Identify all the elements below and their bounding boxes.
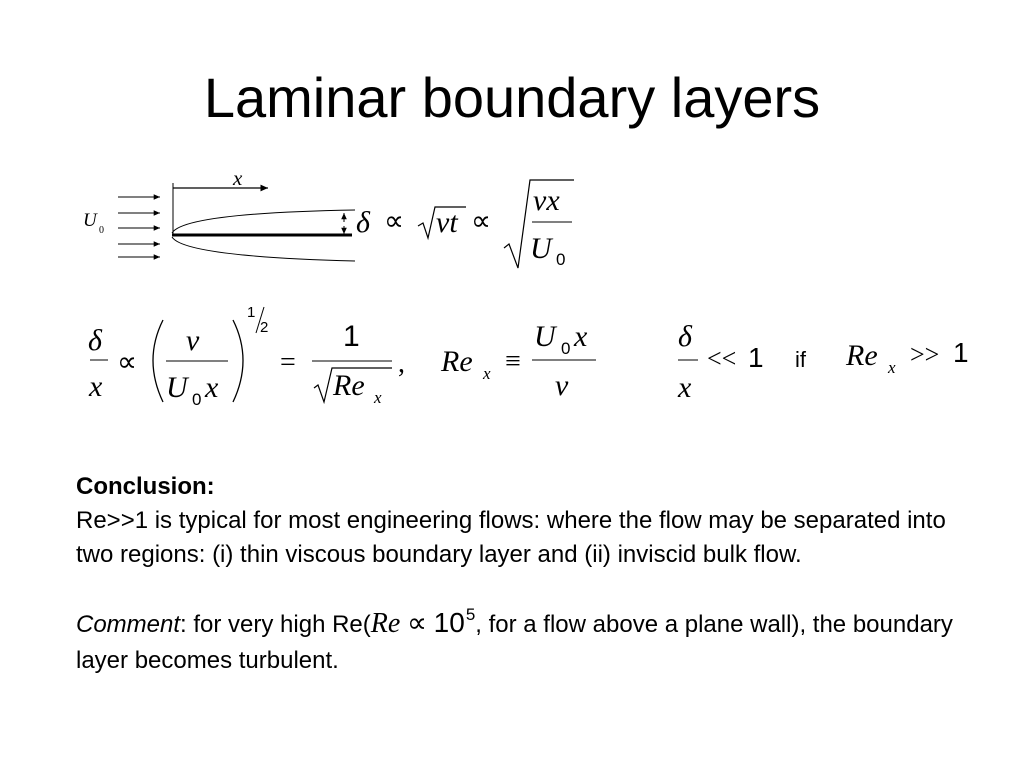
eq2-equals: = <box>280 347 296 378</box>
conclusion-heading: Conclusion: <box>76 473 215 500</box>
comment-text-after: , for a flow above a plane wall), the bo… <box>76 611 953 674</box>
eq2-Re-sub: x <box>374 388 382 407</box>
eq2-one: 1 <box>343 320 360 353</box>
eq2-x: x <box>89 370 103 403</box>
eq1-prop-2: ∝ <box>471 206 492 237</box>
eq2-delta: δ <box>88 324 102 357</box>
slide-title: Laminar boundary layers <box>203 66 821 129</box>
eq3-num-sub: 0 <box>561 339 571 358</box>
eq4-much-less: << <box>707 344 737 373</box>
x-axis-label: x <box>233 166 243 190</box>
eq1-delta: δ <box>356 206 370 239</box>
comment-Re: Re <box>370 608 401 639</box>
eq3-num-U: U <box>534 320 556 353</box>
eq3-Re: Re <box>441 345 473 378</box>
boundary-layer-upper <box>171 209 356 234</box>
eq2-U: U <box>166 371 188 404</box>
freestream-velocity-label: U <box>83 210 97 231</box>
eq4-if: if <box>795 347 806 372</box>
sqrt-sign <box>503 179 574 269</box>
eq4-x: x <box>678 371 692 404</box>
eq4-Re-sub: x <box>888 358 896 377</box>
eq3-num-x: x <box>574 320 588 353</box>
eq2-comma: , <box>398 348 405 379</box>
eq2-nu: ν <box>186 324 200 357</box>
eq3-Re-sub: x <box>483 364 491 383</box>
eq2-prop: ∝ <box>117 347 138 378</box>
comment-text-before: : for very high Re( <box>180 611 371 638</box>
eq4-Re: Re <box>846 339 878 372</box>
comment-block: Comment: for very high Re(Re ∝ 105, for … <box>76 605 976 678</box>
eq4-one: 1 <box>748 342 764 373</box>
conclusion-text: Re>>1 is typical for most engineering fl… <box>76 507 946 568</box>
eq4-delta: δ <box>678 320 692 353</box>
left-paren <box>152 319 164 403</box>
eq1-denominator-U: U <box>530 232 552 265</box>
eq3-den-nu: ν <box>555 369 569 402</box>
eq3-equiv: ≡ <box>505 346 521 377</box>
eq1-denominator-sub: 0 <box>556 250 566 269</box>
sqrt-sign <box>417 206 466 241</box>
exponent-slash <box>255 306 265 334</box>
eq2-exp-num: 1 <box>247 304 256 321</box>
eq1-numerator: νx <box>533 184 560 217</box>
comment-exponent: 5 <box>465 605 476 624</box>
conclusion-block: Conclusion: Re>>1 is typical for most en… <box>76 470 976 572</box>
comment-ten: 10 <box>433 607 465 638</box>
body-text: Conclusion: Re>>1 is typical for most en… <box>76 470 976 678</box>
eq4-much-greater: >> <box>910 340 940 369</box>
comment-prop: ∝ <box>406 608 427 639</box>
freestream-velocity-subscript: 0 <box>99 225 104 236</box>
eq4-one-2: 1 <box>953 337 969 368</box>
right-paren <box>232 319 244 403</box>
comment-label: Comment <box>76 611 181 638</box>
eq1-prop-1: ∝ <box>384 206 405 237</box>
eq2-U-sub: 0 <box>192 390 202 409</box>
sqrt-sign <box>313 367 392 405</box>
eq2-Re: Re <box>333 369 365 402</box>
eq2-exp-den: 2 <box>260 319 269 336</box>
eq2-x-den: x <box>205 371 219 404</box>
boundary-layer-lower <box>171 236 356 262</box>
eq1-nu-t: νt <box>436 206 458 239</box>
